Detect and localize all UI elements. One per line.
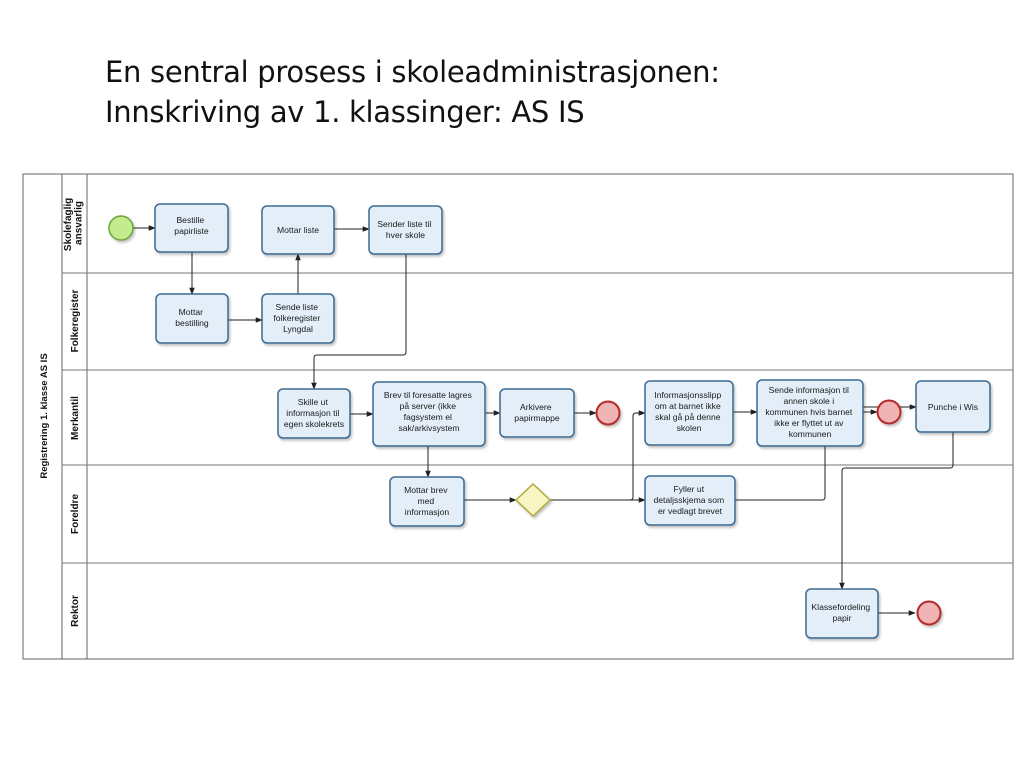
task-mottar-liste: Mottar liste	[261, 205, 335, 255]
task-sende-informasjon: Sende informasjon til annen skole i komm…	[756, 379, 864, 447]
flow-gateway-to-informasjonsslipp	[550, 410, 646, 501]
flow-sender-liste-to-skille-ut	[311, 254, 407, 390]
slide-title-line-2: Innskriving av 1. klassinger: AS IS	[105, 95, 585, 129]
pool-label: Registrering 1. klasse AS IS	[39, 353, 50, 478]
end-event-arkivere	[595, 400, 621, 426]
start-event	[108, 215, 134, 241]
svg-text:Punche i Wis: Punche i Wis	[928, 402, 978, 412]
task-sende-liste-folkeregister: Sende liste folkeregister Lyngdal	[261, 293, 335, 344]
svg-text:Sender liste til hver sk: Sender liste til hver skole	[377, 219, 433, 240]
task-skille-ut: Skille ut informasjon til egen skolekret…	[277, 388, 351, 439]
slide-title: En sentral prosess i skoleadministrasjon…	[105, 52, 985, 132]
lane-label-folkeregister: Folkeregister	[70, 289, 81, 352]
lane-label-merkantil: Merkantil	[70, 396, 81, 440]
svg-text:Klassefordeling papir: Klassefordeling papir	[811, 602, 872, 623]
svg-text:Informasjonsslipp om at: Informasjonsslipp om at barnet ikke skal…	[654, 390, 723, 433]
svg-text:Mottar liste: Mottar liste	[277, 225, 319, 235]
end-event-klassefordeling	[916, 600, 942, 626]
lane-label-skolefaglig: Skolefaglig ansvarlig	[63, 195, 85, 251]
svg-text:Arkivere papirmappe: Arkivere papirmappe	[514, 402, 560, 423]
task-mottar-brev: Mottar brev med informasjon	[389, 476, 465, 527]
task-fyller-ut: Fyller ut detaljsskjema som er vedlagt b…	[644, 475, 736, 526]
task-arkivere: Arkivere papirmappe	[499, 388, 575, 438]
task-informasjonsslipp: Informasjonsslipp om at barnet ikke skal…	[644, 380, 734, 446]
svg-text:Sende informasjon til an: Sende informasjon til annen skole i komm…	[765, 385, 854, 439]
task-klassefordeling: Klassefordeling papir	[805, 588, 879, 639]
pool-border	[22, 173, 1014, 660]
task-mottar-bestilling: Mottar bestilling	[155, 293, 229, 344]
task-brev-foresatte: Brev til foresatte lagres på server (ikk…	[372, 381, 486, 447]
lane-label-foreldre: Foreldre	[70, 494, 81, 534]
end-event-sende-informasjon	[876, 399, 902, 425]
lane-label-rektor: Rektor	[70, 595, 81, 627]
svg-text:Skille ut informasjon ti: Skille ut informasjon til egen skolekret…	[284, 397, 344, 429]
task-sender-liste: Sender liste til hver skole	[368, 205, 443, 255]
exclusive-gateway	[514, 482, 552, 518]
pool: Registrering 1. klasse AS IS Skolefaglig…	[22, 173, 1014, 660]
svg-text:Bestille papirliste: Bestille papirliste	[174, 215, 209, 236]
svg-text:Mottar bestilling: Mottar bestilling	[175, 307, 209, 328]
task-punche-wis: Punche i Wis	[915, 380, 991, 433]
svg-text:Mottar brev med in: Mottar brev med informasjon	[404, 485, 450, 517]
task-bestille-papirliste: Bestille papirliste	[154, 203, 229, 253]
svg-text:Fyller ut detaljsskjema: Fyller ut detaljsskjema som er vedlagt b…	[653, 484, 726, 516]
flow-punche-to-klassefordeling	[839, 432, 954, 590]
svg-text:Brev til foresatte lagres: Brev til foresatte lagres på server (ikk…	[384, 390, 474, 433]
svg-text:Sende liste folkeregiste: Sende liste folkeregister Lyngdal	[273, 302, 322, 334]
slide-title-line-1: En sentral prosess i skoleadministrasjon…	[105, 55, 720, 89]
